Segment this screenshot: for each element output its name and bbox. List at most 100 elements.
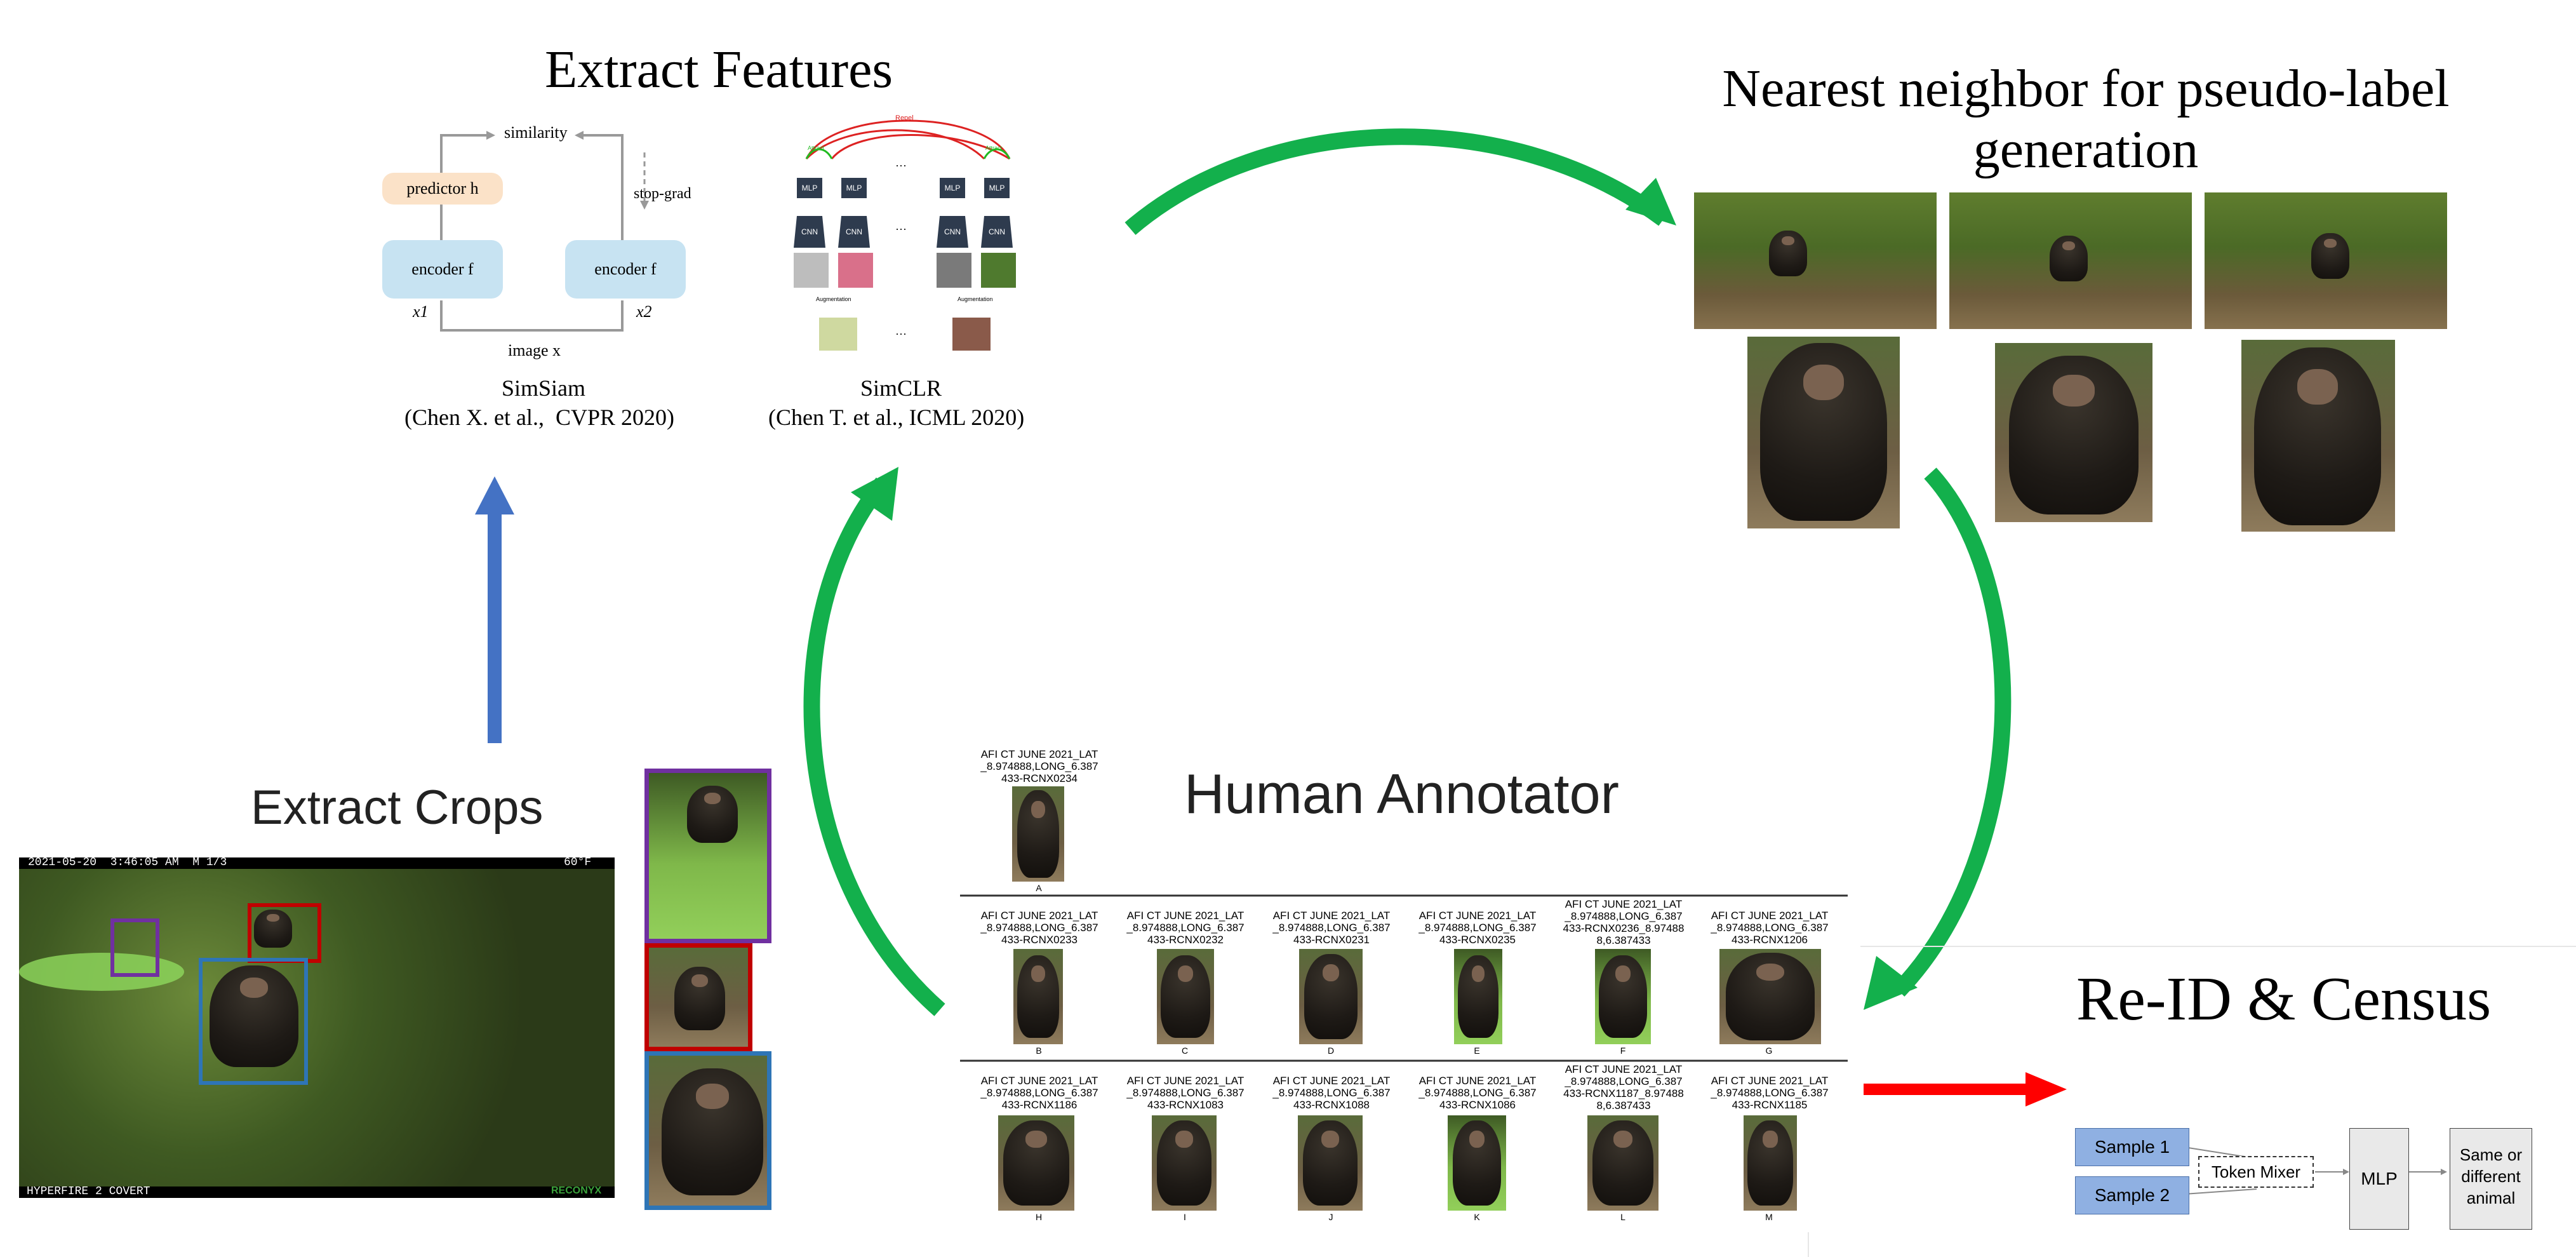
- simclr-attract-right-label: Attract: [985, 145, 1003, 151]
- neighbor-frame-1: [1694, 192, 1937, 329]
- reid-output-line2: different: [2461, 1167, 2521, 1186]
- simsiam-encoder-right-label: encoder f: [594, 260, 657, 278]
- simclr-image-4: [981, 253, 1016, 288]
- annotator-thumb-b-chimp: [1017, 955, 1059, 1038]
- neighbor-crop-1-chimp: [1760, 343, 1887, 521]
- annotator-thumb-c: [1157, 949, 1214, 1044]
- annotator-thumb-l: [1587, 1115, 1658, 1211]
- reid-output: Same or different animal: [2450, 1128, 2532, 1230]
- reid-output-text: Same or different animal: [2450, 1129, 2532, 1209]
- reid-sample-2: Sample 2: [2075, 1176, 2189, 1214]
- camera-footer-text: HYPERFIRE 2 COVERT: [27, 1185, 150, 1198]
- annotator-letter-e: E: [1474, 1045, 1480, 1056]
- annotator-thumb-b: [1013, 949, 1063, 1044]
- annotator-thumb-k-chimp: [1453, 1120, 1501, 1206]
- human-annotator-title: Human Annotator: [1184, 762, 1619, 825]
- crop-purple-chimp: [687, 786, 738, 843]
- annotator-letter-d: D: [1327, 1045, 1335, 1056]
- arrow-head-simclr: [851, 467, 898, 521]
- annotator-letter-h: H: [1035, 1212, 1043, 1222]
- annotator-letter-m: M: [1765, 1212, 1773, 1222]
- simclr-mlp-4-label: MLP: [989, 184, 1005, 192]
- simsiam-predictor-label: predictor h: [406, 179, 479, 198]
- simsiam-predictor: predictor h: [382, 173, 503, 205]
- simclr-cnn-2-label: CNN: [846, 227, 862, 236]
- reid-sample-1-label: Sample 1: [2094, 1137, 2170, 1157]
- annotator-label-c: AFI CT JUNE 2021_LAT _8.974888,LONG_6.38…: [1126, 910, 1245, 946]
- annotator-thumb-k: [1448, 1115, 1506, 1211]
- annotator-thumb-a: [1012, 786, 1064, 882]
- simsiam-name: SimSiam: [502, 375, 586, 401]
- annotator-thumb-h: [998, 1115, 1074, 1211]
- annotator-label-b: AFI CT JUNE 2021_LAT _8.974888,LONG_6.38…: [980, 910, 1098, 946]
- blue-arrow-head: [475, 476, 514, 514]
- annotator-label-d: AFI CT JUNE 2021_LAT _8.974888,LONG_6.38…: [1272, 910, 1391, 946]
- annotator-letter-l: L: [1620, 1212, 1625, 1222]
- simclr-mlp-4: MLP: [984, 178, 1010, 198]
- annotator-thumb-a-chimp: [1017, 790, 1059, 878]
- simclr-mlp-2-label: MLP: [846, 184, 862, 192]
- camera-chimp-upper: [254, 910, 292, 948]
- simclr-mlp-1: MLP: [797, 178, 822, 198]
- annotator-thumb-h-chimp: [1003, 1120, 1069, 1206]
- camera-trap-image: 2021-05-20 3:46:05 AM M 1/3 60°F HYPERFI…: [19, 857, 615, 1198]
- crop-box-red: [248, 903, 321, 963]
- annotator-label-h: AFI CT JUNE 2021_LAT _8.974888,LONG_6.38…: [980, 1075, 1098, 1111]
- neighbor-crop-3-chimp: [2254, 347, 2381, 525]
- neighbor-frame-3: [2205, 192, 2447, 329]
- annotator-thumb-d: [1299, 949, 1363, 1044]
- simclr-citation: (Chen T. et al., ICML 2020): [768, 405, 1025, 430]
- simclr-mlp-2: MLP: [841, 178, 867, 198]
- simsiam-similarity-label: similarity: [504, 123, 568, 142]
- simclr-source-image-1: [819, 318, 857, 351]
- annotator-letter-g: G: [1765, 1045, 1773, 1056]
- simclr-cnn-2: CNN: [838, 216, 870, 248]
- annotator-label-g: AFI CT JUNE 2021_LAT _8.974888,LONG_6.38…: [1711, 910, 1829, 946]
- reid-output-line3: animal: [2466, 1188, 2516, 1207]
- neighbor-frame-2-chimp: [2050, 236, 2088, 281]
- simclr-cnn-4: CNN: [981, 216, 1013, 248]
- simclr-cnn-3: CNN: [937, 216, 968, 248]
- nearest-neighbor-title-line2: generation: [1973, 120, 2199, 179]
- simclr-mlp-3-label: MLP: [944, 184, 961, 192]
- reid-token-mixer: Token Mixer: [2198, 1156, 2314, 1188]
- annotator-label-l: AFI CT JUNE 2021_LAT _8.974888,LONG_6.38…: [1563, 1063, 1684, 1112]
- simsiam-image-label: image x: [508, 341, 561, 360]
- simsiam-x2-label: x2: [636, 302, 652, 321]
- annotator-thumb-g: [1719, 949, 1821, 1044]
- neighbor-frame-1-chimp: [1769, 231, 1807, 276]
- blue-arrow-shaft: [488, 511, 502, 743]
- simsiam-encoder-left: encoder f: [382, 240, 503, 299]
- neighbor-crop-1: [1747, 337, 1900, 528]
- reid-title: Re-ID & Census: [2076, 965, 2492, 1033]
- annotator-letter-a: A: [1036, 883, 1042, 893]
- annotator-thumb-m: [1744, 1115, 1797, 1211]
- red-arrow-shaft: [1864, 1084, 2029, 1095]
- reid-token-mixer-label: Token Mixer: [2211, 1162, 2301, 1181]
- reid-sample-2-label: Sample 2: [2094, 1185, 2170, 1205]
- crop-purple: [644, 769, 771, 943]
- simclr-cnn-4-label: CNN: [989, 227, 1005, 236]
- annotator-thumb-j-chimp: [1303, 1120, 1358, 1206]
- neighbor-frame-2: [1949, 192, 2192, 329]
- extract-features-title: Extract Features: [545, 40, 893, 99]
- simclr-image-2: [838, 253, 873, 288]
- red-arrow-head: [2025, 1072, 2067, 1106]
- annotator-letter-f: F: [1620, 1045, 1626, 1056]
- reid-mlp: MLP: [2349, 1128, 2409, 1230]
- annotator-label-m: AFI CT JUNE 2021_LAT _8.974888,LONG_6.38…: [1711, 1075, 1829, 1111]
- annotator-letter-j: J: [1328, 1212, 1333, 1222]
- annotator-thumb-l-chimp: [1592, 1120, 1653, 1206]
- simclr-attract-left-label: Attract: [808, 145, 825, 151]
- simsiam-citation: (Chen X. et al., CVPR 2020): [404, 405, 674, 430]
- camera-header-text: 2021-05-20 3:46:05 AM M 1/3: [28, 857, 227, 869]
- annotator-thumb-e: [1454, 949, 1502, 1044]
- camera-chimp-main: [210, 965, 298, 1067]
- neighbor-crop-3: [2241, 340, 2395, 532]
- simclr-ellipsis-bottom: ···: [895, 327, 907, 340]
- annotator-thumb-e-chimp: [1458, 955, 1498, 1038]
- annotator-label-a: AFI CT JUNE 2021_LAT _8.974888,LONG_6.38…: [980, 748, 1098, 784]
- arrow-annotator-to-simclr: [803, 477, 945, 1016]
- reid-mlp-label: MLP: [2361, 1169, 2398, 1188]
